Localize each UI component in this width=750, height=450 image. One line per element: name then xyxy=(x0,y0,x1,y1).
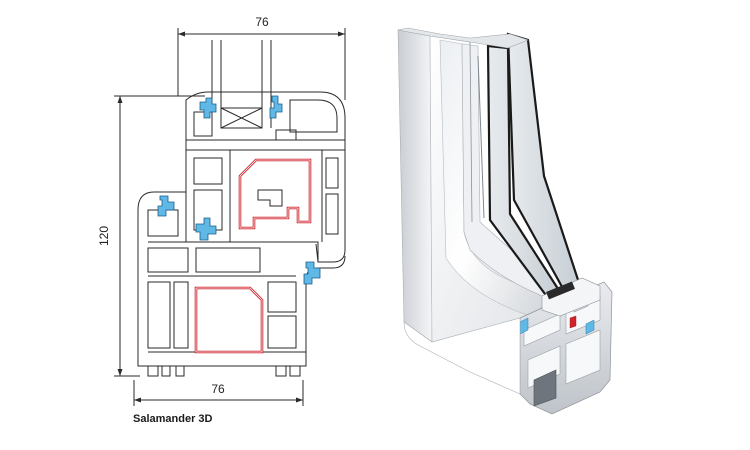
gasket-frame-inner xyxy=(303,261,321,285)
window-profile-render xyxy=(397,27,613,415)
dimension-height xyxy=(114,95,205,377)
profile-caption: Salamander 3D xyxy=(133,413,213,425)
cross-section-drawing: 76 120 76 xyxy=(97,15,346,406)
gasket-sash-mid xyxy=(195,217,217,241)
gasket-top-right xyxy=(269,95,283,119)
top-width-label: 76 xyxy=(255,15,269,29)
frame-render-side xyxy=(397,29,433,343)
dimension-bottom-width xyxy=(133,380,304,406)
gasket-top-left xyxy=(199,97,217,119)
frame-profile-outline xyxy=(137,191,346,367)
dimension-top-width xyxy=(177,28,346,100)
sash-profile-outline xyxy=(185,91,346,141)
sash-inner-chamber xyxy=(289,99,338,133)
gasket-seals xyxy=(157,95,321,285)
sash-body-outline xyxy=(185,139,346,263)
gasket-frame-outer xyxy=(157,195,175,217)
bottom-width-label: 76 xyxy=(211,382,225,396)
glass-unit-section xyxy=(211,40,272,129)
sash-bead-chamber xyxy=(193,111,213,137)
frame-reinforcement xyxy=(194,286,264,354)
frame-feet xyxy=(147,365,301,377)
height-label: 120 xyxy=(97,226,111,246)
